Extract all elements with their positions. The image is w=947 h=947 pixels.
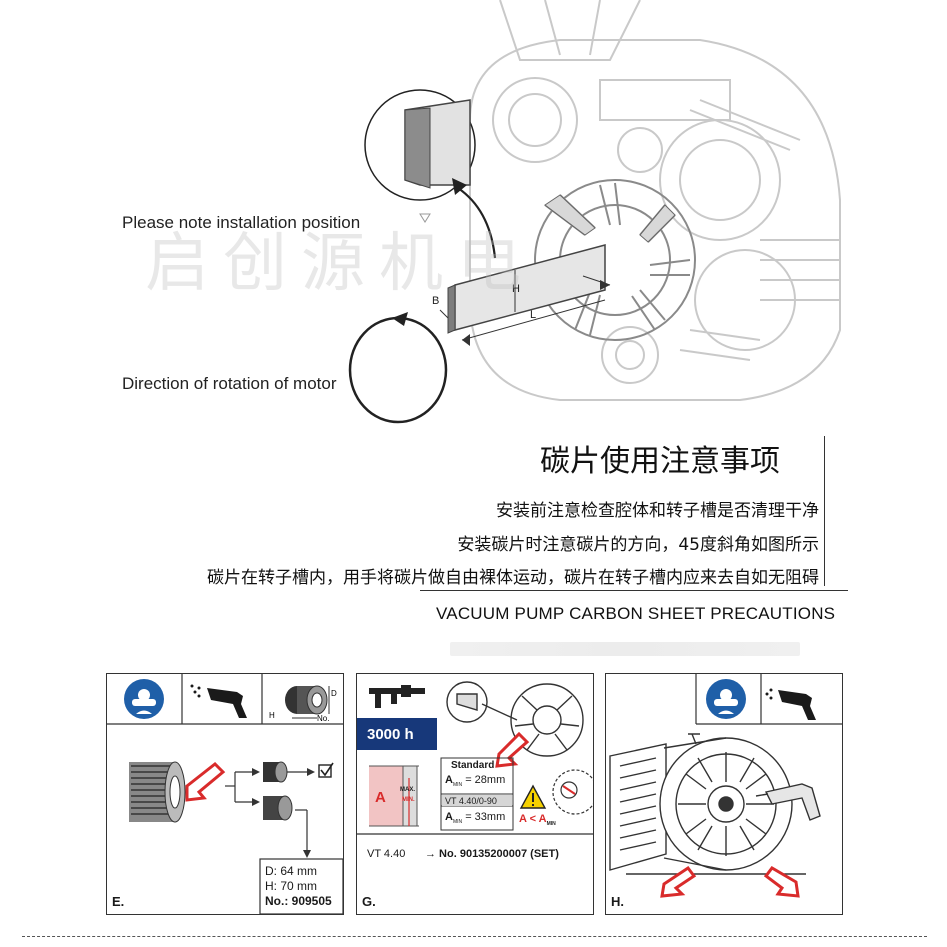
wear-comparison: A < AMIN bbox=[519, 813, 556, 827]
dim-h-label-e: H bbox=[269, 711, 275, 720]
vane-installation-diagram: H B L bbox=[348, 0, 841, 424]
filter-spec-no: No.: 909505 bbox=[265, 894, 332, 908]
service-hours: 3000 h bbox=[367, 726, 414, 743]
amin-standard: AMIN = 28mm bbox=[445, 774, 505, 788]
installation-note: Please note installation position bbox=[122, 213, 361, 232]
air-gun-icon bbox=[190, 684, 247, 718]
rotor-detail-drawing bbox=[446, 681, 584, 757]
dim-h-label: H bbox=[512, 283, 520, 295]
red-arrow-right-h bbox=[763, 866, 800, 898]
filter-small-top bbox=[263, 761, 288, 783]
zoom-detail-circle bbox=[364, 89, 476, 201]
panel-g-letter: G. bbox=[362, 894, 376, 909]
filter-spec-h: H: 70 mm bbox=[265, 879, 318, 893]
zoom-arrow-head bbox=[452, 178, 467, 195]
pointer-triangle bbox=[419, 213, 431, 223]
air-gun-icon-h bbox=[765, 688, 816, 720]
amin-standard-value: = 28mm bbox=[465, 774, 506, 786]
red-pointer-arrow-g bbox=[495, 731, 530, 768]
blurred-reflection bbox=[450, 642, 800, 656]
panel-e: D H No. bbox=[106, 673, 344, 915]
vane-max-label: MAX. bbox=[400, 787, 415, 793]
vane-wear-diagram bbox=[369, 765, 419, 827]
standard-label: Standard bbox=[451, 760, 495, 771]
vane-a-label: A bbox=[375, 789, 386, 806]
air-gun-drawing-h bbox=[755, 783, 821, 821]
filter-small-bottom bbox=[263, 795, 293, 821]
panel-e-letter: E. bbox=[112, 894, 125, 909]
amin-standard-symbol: A bbox=[445, 774, 453, 786]
amin-alternate-value: = 33mm bbox=[465, 811, 506, 823]
part-model: VT 4.40 bbox=[367, 848, 406, 860]
precaution-line-1: 安装前注意检查腔体和转子槽是否清理干净 bbox=[496, 501, 819, 521]
filter-cartridge-large bbox=[129, 761, 186, 823]
pump-housing-drawing bbox=[469, 0, 841, 401]
dim-l-label: L bbox=[530, 309, 536, 321]
dim-d-label: D bbox=[331, 689, 337, 698]
precautions-title-cn: 碳片使用注意事项 bbox=[540, 444, 780, 479]
filter-dimension-icon bbox=[285, 685, 330, 719]
rotation-note: Direction of rotation of motor bbox=[122, 374, 337, 393]
carbon-vane-drawing bbox=[439, 244, 611, 346]
red-pointer-arrow bbox=[185, 761, 226, 802]
panel-h: H. bbox=[605, 673, 843, 915]
panel-g: 3000 h A MAX. MIN. Standard AMIN = 28mm … bbox=[356, 673, 594, 915]
amin-alternate: AMIN = 33mm bbox=[445, 811, 505, 825]
title-horizontal-rule bbox=[420, 590, 848, 591]
caliper-icon bbox=[369, 685, 425, 708]
safety-goggles-icon-h bbox=[706, 679, 746, 719]
title-vertical-rule bbox=[824, 436, 825, 586]
precautions-title-en: VACUUM PUMP CARBON SHEET PRECAUTIONS bbox=[436, 604, 836, 623]
vane-min-label: MIN. bbox=[402, 797, 415, 803]
dim-b-label: B bbox=[432, 295, 439, 307]
filter-spec-d: D: 64 mm bbox=[265, 864, 318, 878]
part-number: → No. 90135200007 (SET) bbox=[425, 848, 559, 860]
hours-box bbox=[357, 718, 437, 750]
model-range-label: VT 4.40/0-90 bbox=[445, 796, 497, 806]
precaution-line-2: 安装碳片时注意碳片的方向，45度斜角如图所示 bbox=[457, 535, 819, 555]
open-pump-drawing bbox=[609, 733, 806, 875]
amin-alternate-symbol: A bbox=[445, 811, 453, 823]
check-box-icon bbox=[318, 762, 334, 778]
panel-h-art bbox=[609, 674, 842, 898]
wear-comparison-sub: MIN bbox=[546, 821, 556, 828]
zoom-arrow bbox=[457, 187, 497, 259]
rotor-inspection-drawing bbox=[552, 769, 593, 815]
panel-h-letter: H. bbox=[611, 894, 624, 909]
red-arrow-left-h bbox=[660, 865, 697, 898]
panel-e-art: D H No. bbox=[107, 674, 343, 914]
amin-alternate-sub: MIN bbox=[452, 819, 463, 826]
amin-standard-sub: MIN bbox=[452, 782, 463, 789]
panel-g-art bbox=[357, 681, 593, 835]
precaution-line-3: 碳片在转子槽内，用手将碳片做自由裸体运动，碳片在转子槽内应来去自如无阻碍 bbox=[207, 568, 819, 588]
wear-comparison-text: A < A bbox=[519, 813, 547, 825]
safety-goggles-icon bbox=[124, 679, 164, 719]
watermark-text: 启创源机电 bbox=[145, 227, 535, 301]
rotation-direction-ring bbox=[348, 312, 448, 424]
warning-triangle-icon bbox=[519, 784, 547, 809]
dim-no-label: No. bbox=[317, 714, 329, 723]
bottom-dashed-divider bbox=[22, 936, 927, 937]
